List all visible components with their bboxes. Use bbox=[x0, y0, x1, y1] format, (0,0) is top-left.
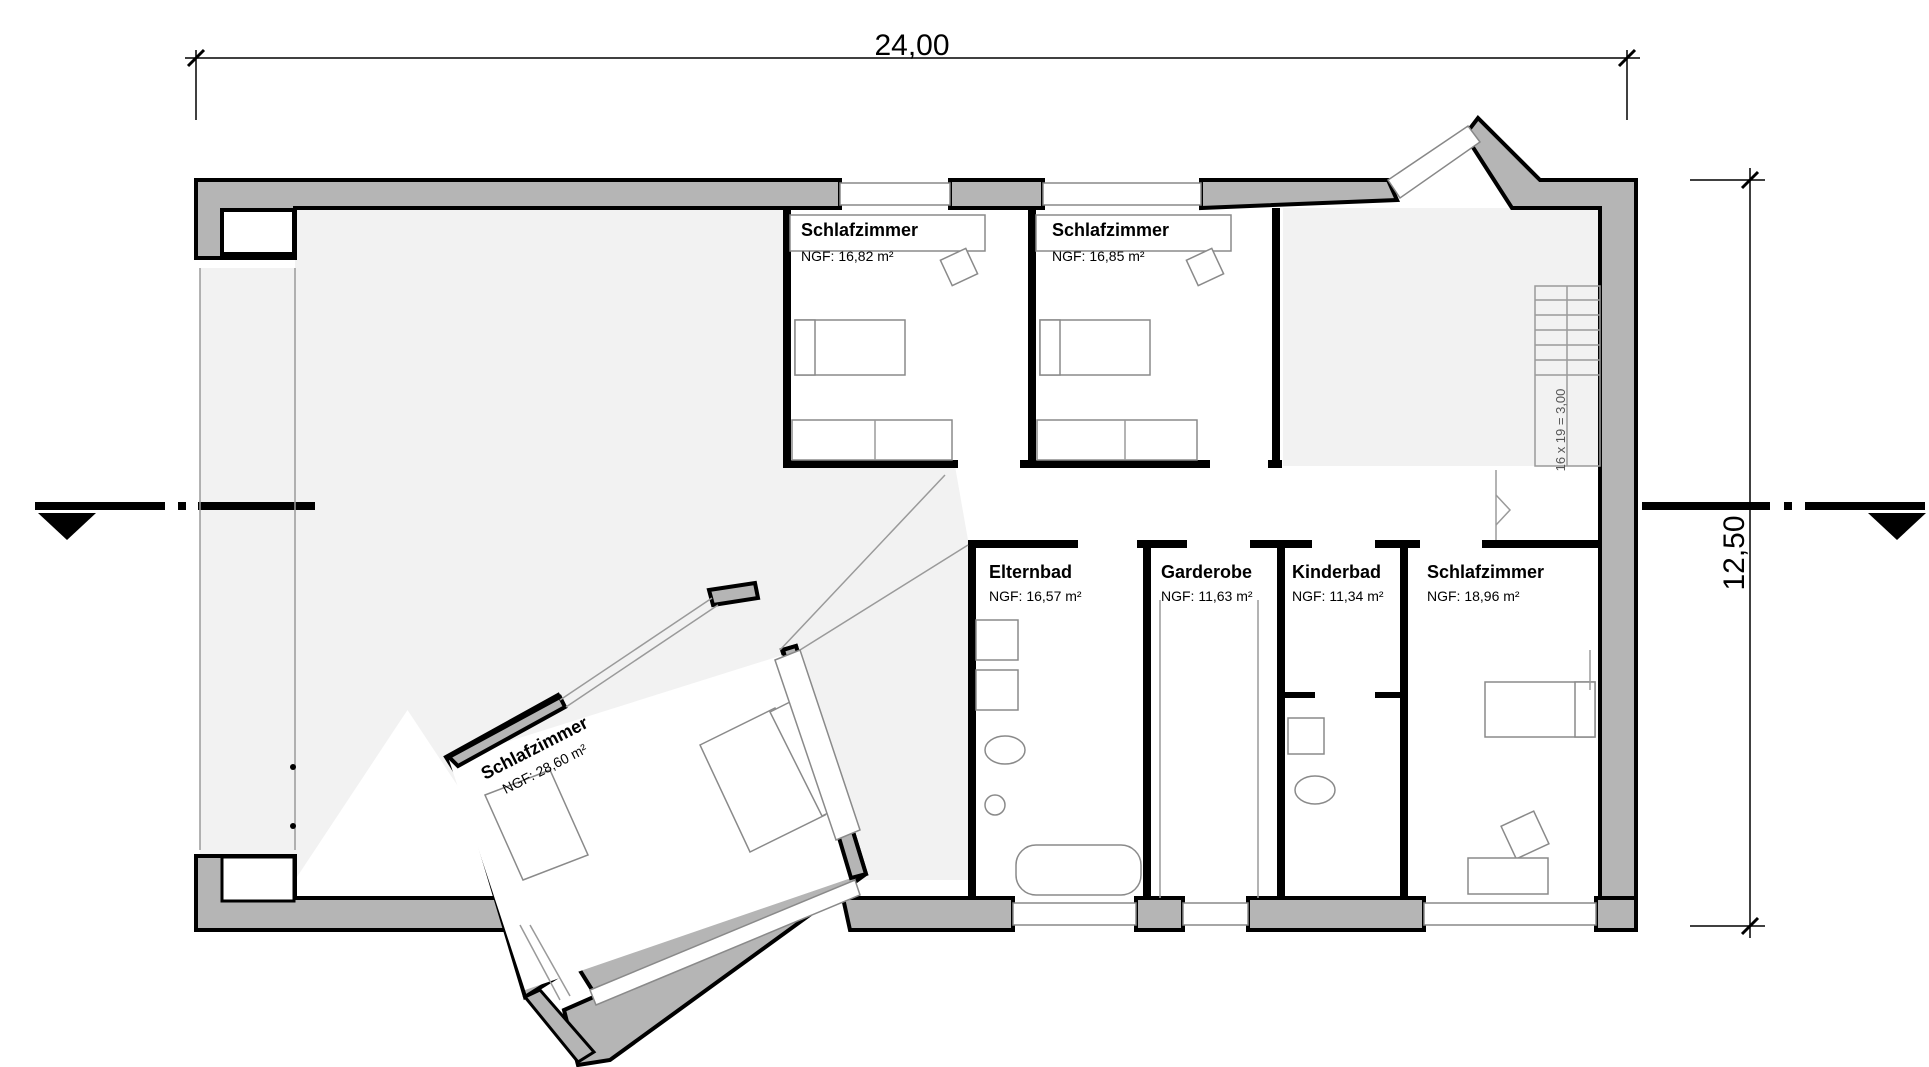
dimension-height-label: 12,50 bbox=[1718, 515, 1751, 590]
room-name: Elternbad bbox=[989, 562, 1072, 582]
windows bbox=[199, 124, 1597, 926]
room-area: NGF: 11,63 m² bbox=[1161, 588, 1253, 604]
dimension-height: 12,50 bbox=[1690, 168, 1765, 938]
staircase: 16 x 19 = 3,00 bbox=[1495, 286, 1600, 540]
shaft-bottom-left bbox=[220, 855, 296, 903]
interior-walls bbox=[783, 208, 1601, 898]
room-label-kinderbad: Kinderbad NGF: 11,34 m² bbox=[1292, 562, 1384, 604]
room-name: Schlafzimmer bbox=[1052, 220, 1169, 240]
furniture-bedroom-1 bbox=[789, 214, 986, 461]
room-area: NGF: 18,96 m² bbox=[1427, 588, 1520, 604]
room-label-bedroom-2: Schlafzimmer NGF: 16,85 m² bbox=[1052, 220, 1169, 264]
furniture-bedroom-2 bbox=[1035, 214, 1232, 461]
room-name: Kinderbad bbox=[1292, 562, 1381, 582]
room-label-elternbad: Elternbad NGF: 16,57 m² bbox=[989, 562, 1082, 604]
dimension-width-label: 24,00 bbox=[874, 29, 949, 62]
room-area: NGF: 16,57 m² bbox=[989, 588, 1082, 604]
section-marker-right bbox=[1642, 502, 1926, 540]
room-name: Garderobe bbox=[1161, 562, 1252, 582]
room-area: NGF: 11,34 m² bbox=[1292, 588, 1384, 604]
shaft-top-left bbox=[220, 208, 296, 256]
room-label-bedroom-3: Schlafzimmer NGF: 18,96 m² bbox=[1427, 562, 1544, 604]
entrance-gallery-floor bbox=[200, 268, 295, 878]
room-area: NGF: 16,85 m² bbox=[1052, 248, 1145, 264]
furniture-bedroom-3 bbox=[1467, 650, 1596, 895]
room-label-bedroom-1: Schlafzimmer NGF: 16,82 m² bbox=[801, 220, 918, 264]
stair-label: 16 x 19 = 3,00 bbox=[1553, 389, 1568, 472]
room-name: Schlafzimmer bbox=[1427, 562, 1544, 582]
room-area: NGF: 16,82 m² bbox=[801, 248, 894, 264]
dimension-width: 24,00 bbox=[185, 29, 1640, 120]
master-bedroom bbox=[443, 474, 969, 1067]
room-name: Schlafzimmer bbox=[801, 220, 918, 240]
room-label-garderobe: Garderobe NGF: 11,63 m² bbox=[1161, 562, 1253, 604]
furniture-baths bbox=[975, 600, 1336, 898]
